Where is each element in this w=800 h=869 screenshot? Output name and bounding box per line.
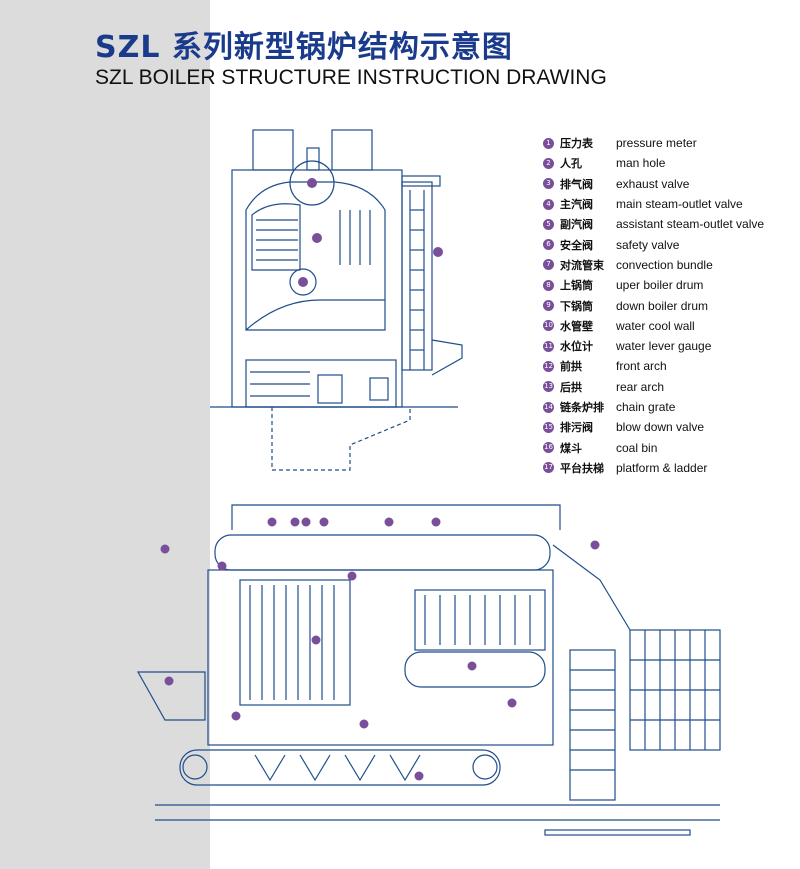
legend-marker: 6	[543, 239, 554, 251]
legend-item: 15 排污阀 blow down valve	[543, 417, 793, 437]
legend-label-en: exhaust valve	[616, 176, 690, 191]
legend-marker: 2	[543, 157, 554, 169]
legend-label-en: pressure meter	[616, 136, 697, 151]
legend-label-en: rear arch	[616, 379, 665, 394]
legend-marker: 17	[543, 462, 554, 474]
legend-marker: 8	[543, 279, 554, 291]
legend-marker: 12	[543, 360, 554, 372]
legend-marker: 16	[543, 442, 554, 454]
legend-item: 13 后拱 rear arch	[543, 377, 793, 397]
legend-label-cn: 水管壁	[560, 319, 593, 333]
legend-item: 3 排气阀 exhaust valve	[543, 174, 793, 194]
legend-marker: 10	[543, 320, 554, 332]
legend-label-en: down boiler drum	[616, 298, 709, 313]
legend-marker: 14	[543, 401, 554, 413]
legend-label-cn: 排污阀	[560, 421, 593, 435]
legend-item: 7 对流管束 convection bundle	[543, 255, 793, 275]
legend-label-en: platform & ladder	[616, 460, 708, 475]
legend-item: 10 水管壁 water cool wall	[543, 316, 793, 336]
legend-label-en: main steam-outlet valve	[616, 197, 743, 212]
legend-label-en: convection bundle	[616, 257, 713, 272]
legend-label-en: chain grate	[616, 400, 676, 414]
legend-item: 6 安全阀 safety valve	[543, 234, 793, 254]
legend-item: 12 前拱 front arch	[543, 356, 793, 376]
title-english: SZL BOILER STRUCTURE INSTRUCTION DRAWING	[95, 66, 607, 89]
legend-label-cn: 水位计	[560, 340, 593, 354]
component-legend: 1 压力表 pressure meter 2 人孔 man hole 3 排气阀 exhau…	[543, 133, 793, 478]
legend-label-cn: 后拱	[560, 380, 582, 394]
legend-item: 1 压力表 pressure meter	[543, 133, 793, 153]
legend-label-cn: 链条炉排	[560, 401, 604, 414]
legend-label-cn: 排气阀	[560, 177, 593, 191]
legend-label-en: water lever gauge	[616, 339, 712, 354]
legend-label-en: front arch	[616, 359, 667, 374]
legend-marker: 7	[543, 259, 554, 271]
callout-8-top	[307, 178, 317, 188]
legend-marker: 15	[543, 421, 554, 433]
legend-marker: 3	[543, 178, 554, 190]
legend-item: 11 水位计 water lever gauge	[543, 336, 793, 356]
legend-item: 16 煤斗 coal bin	[543, 437, 793, 457]
legend-label-cn: 副汽阀	[560, 218, 593, 232]
callout-9-top	[298, 277, 308, 287]
callout-7-top	[312, 233, 322, 243]
legend-label-en: blow down valve	[616, 420, 705, 435]
legend-marker: 13	[543, 381, 554, 393]
legend-label-en: man hole	[616, 156, 666, 171]
legend-label-cn: 平台扶梯	[560, 461, 604, 475]
legend-item: 9 下锅筒 down boiler drum	[543, 295, 793, 315]
legend-label-cn: 主汽阀	[560, 198, 593, 212]
legend-label-cn: 人孔	[560, 157, 582, 171]
legend-label-en: coal bin	[616, 440, 658, 455]
legend-item: 8 上锅筒 uper boiler drum	[543, 275, 793, 295]
legend-label-en: safety valve	[616, 237, 680, 252]
legend-marker: 4	[543, 198, 554, 210]
title-chinese: SZL 系列新型锅炉结构示意图	[95, 30, 513, 65]
legend-label-cn: 前拱	[560, 360, 582, 374]
left-gray-band	[0, 0, 210, 869]
legend-label-cn: 对流管束	[560, 258, 604, 272]
legend-item: 2 人孔 man hole	[543, 153, 793, 173]
legend-marker: 5	[543, 218, 554, 230]
legend-label-cn: 下锅筒	[560, 299, 593, 313]
legend-marker: 1	[543, 137, 554, 149]
legend-marker: 9	[543, 300, 554, 312]
legend-label-cn: 压力表	[560, 137, 593, 151]
legend-item: 17 平台扶梯 platform & ladder	[543, 458, 793, 478]
legend-marker: 11	[543, 340, 554, 352]
legend-label-cn: 煤斗	[560, 441, 582, 455]
legend-label-cn: 安全阀	[560, 238, 593, 252]
legend-item: 5 副汽阀 assistant steam-outlet valve	[543, 214, 793, 234]
legend-item: 14 链条炉排 chain grate	[543, 397, 793, 417]
legend-label-en: assistant steam-outlet valve	[616, 217, 765, 232]
legend-item: 4 主汽阀 main steam-outlet valve	[543, 194, 793, 214]
legend-label-en: uper boiler drum	[616, 278, 704, 293]
callout-17-top	[433, 247, 443, 257]
legend-label-cn: 上锅筒	[560, 279, 593, 293]
legend-label-en: water cool wall	[616, 318, 695, 333]
